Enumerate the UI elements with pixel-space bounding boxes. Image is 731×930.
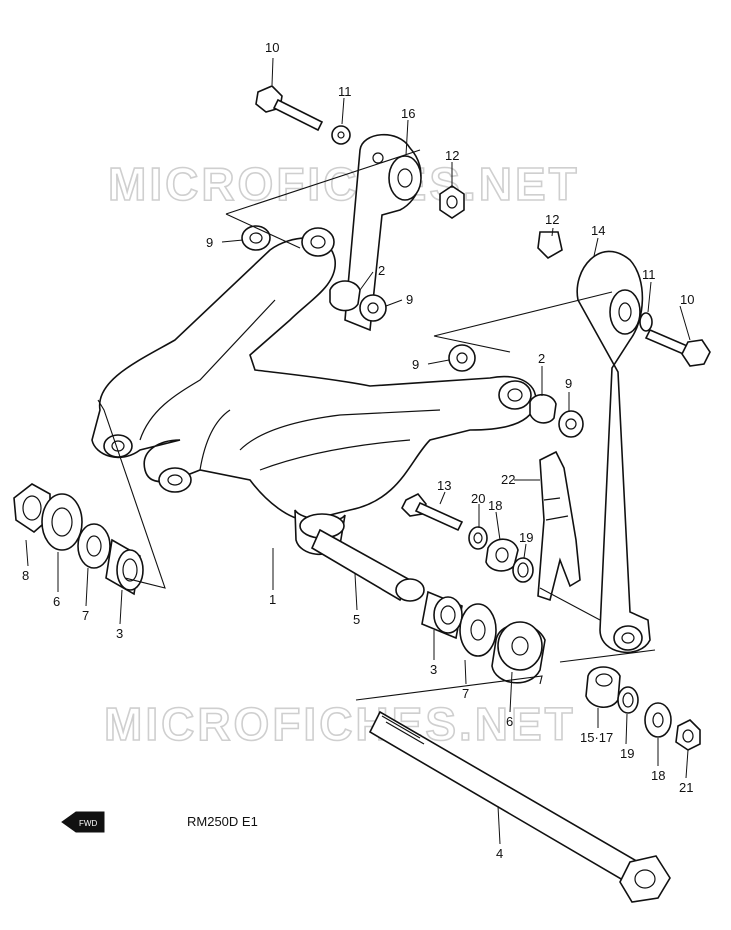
bolt-10-top <box>255 85 324 132</box>
washer-9-c <box>448 344 476 372</box>
callout-10-right: 10 <box>680 292 694 307</box>
callout-5: 5 <box>353 612 360 627</box>
callout-2-b: 2 <box>538 351 545 366</box>
bushing-2-b <box>529 393 557 424</box>
callout-19-a: 19 <box>519 530 533 545</box>
callout-9-a: 9 <box>206 235 213 250</box>
right-link-arm <box>576 250 651 654</box>
callout-15-17: 15·17 <box>580 730 613 745</box>
callout-3-b: 3 <box>430 662 437 677</box>
callout-12-top: 12 <box>445 148 459 163</box>
callout-20: 20 <box>471 491 485 506</box>
callout-7-b: 7 <box>462 686 469 701</box>
callout-14: 14 <box>591 223 605 238</box>
fwd-label: FWD <box>79 819 97 828</box>
callout-13: 13 <box>437 478 451 493</box>
swing-arm <box>91 227 537 556</box>
lower-right-stack <box>585 666 701 751</box>
watermark-bottom: MICROFICHES.NET <box>104 698 576 750</box>
washer-9-d <box>558 410 584 438</box>
washer-9-a <box>241 225 271 251</box>
left-bearing-stack <box>13 483 144 596</box>
bushing-2-a <box>329 280 361 312</box>
bolt-13 <box>401 492 464 532</box>
watermark-top: MICROFICHES.NET <box>108 158 580 210</box>
right-bearing-stack <box>421 590 546 684</box>
callout-12-right: 12 <box>545 212 559 227</box>
washer-9-b <box>359 294 387 322</box>
fwd-arrow: FWD <box>61 811 105 833</box>
leader-lines <box>25 57 691 845</box>
bolt-10-right <box>644 328 711 367</box>
alignment-guides <box>97 149 656 701</box>
nut-12-top <box>439 185 465 219</box>
swing-arm-bolt <box>368 710 671 903</box>
callout-10-top: 10 <box>265 40 279 55</box>
callout-18-b: 18 <box>651 768 665 783</box>
model-caption: RM250D E1 <box>187 814 258 829</box>
callout-9-c: 9 <box>412 357 419 372</box>
callout-18-a: 18 <box>488 498 502 513</box>
callout-3-a: 3 <box>116 626 123 641</box>
left-link-arm <box>344 133 422 332</box>
callout-6-a: 6 <box>53 594 60 609</box>
washer-20 <box>468 526 488 550</box>
callout-22: 22 <box>501 472 515 487</box>
pivot-shaft <box>310 528 425 602</box>
washer-11-top <box>331 125 351 145</box>
callout-1: 1 <box>269 592 276 607</box>
callout-9-d: 9 <box>565 376 572 391</box>
nut-12-right <box>537 231 563 259</box>
callout-7-a: 7 <box>82 608 89 623</box>
washer-11-right <box>639 312 653 332</box>
callout-21: 21 <box>679 780 693 795</box>
callout-8: 8 <box>22 568 29 583</box>
callout-16: 16 <box>401 106 415 121</box>
callout-19-b: 19 <box>620 746 634 761</box>
callout-9-b: 9 <box>406 292 413 307</box>
callout-11-right: 11 <box>642 267 656 282</box>
callout-4: 4 <box>496 846 503 861</box>
callout-6-b: 6 <box>506 714 513 729</box>
callout-2-a: 2 <box>378 263 385 278</box>
o-ring-19 <box>512 557 534 583</box>
callout-numbers: 10 11 16 12 9 2 9 9 12 14 11 10 2 9 22 1… <box>22 40 694 861</box>
callout-11-top: 11 <box>338 84 352 99</box>
guard-22 <box>537 450 581 602</box>
